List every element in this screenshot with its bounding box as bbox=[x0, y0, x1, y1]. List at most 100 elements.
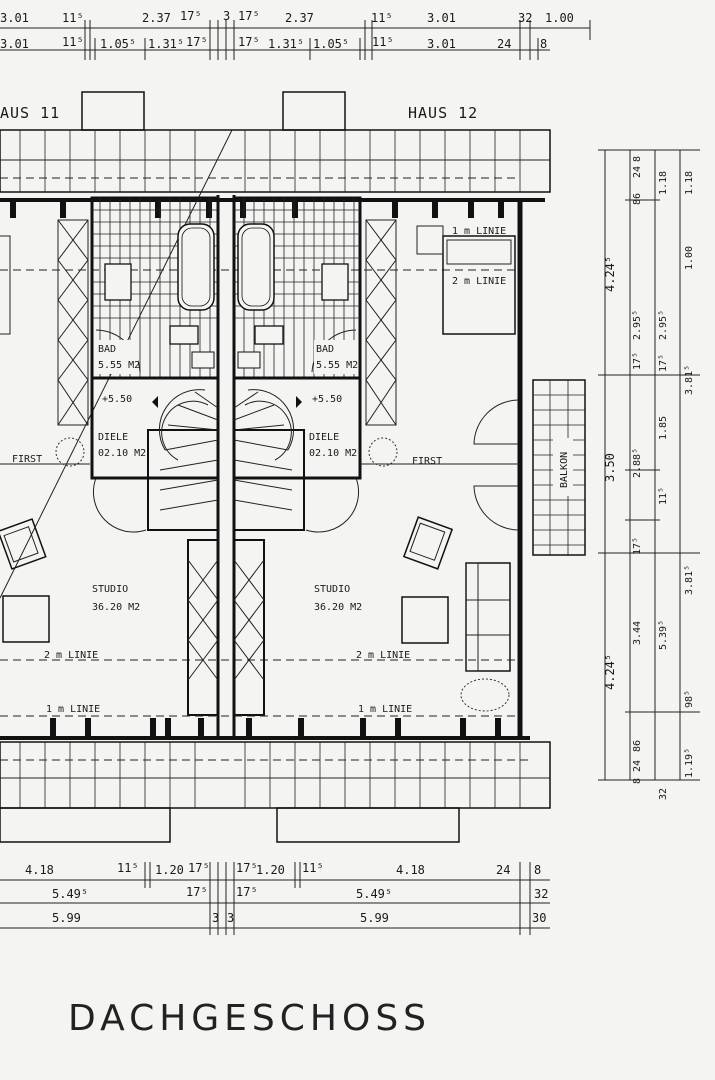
bottom-dimension-lines bbox=[0, 862, 550, 935]
dim-top-r2-6: 1.31⁵ bbox=[268, 37, 304, 51]
dim-right-c2-2: 8 bbox=[632, 156, 643, 162]
dim-right-c1-2: 4.24⁵ bbox=[603, 654, 617, 690]
room-area-bad-left: 5.55 M2 bbox=[98, 360, 140, 371]
dim-top-r2-5: 17⁵ bbox=[238, 35, 260, 49]
dim-top-r2-2: 1.05⁵ bbox=[100, 37, 136, 51]
chimney-right bbox=[282, 91, 346, 131]
house-label-right: HAUS 12 bbox=[408, 104, 478, 122]
level-diele-left: +5.50 bbox=[102, 394, 132, 405]
dim-top-r2-7: 1.05⁵ bbox=[313, 37, 349, 51]
dim-right-c4-1: 1.00 bbox=[684, 246, 695, 270]
bed-left-partial bbox=[0, 235, 11, 335]
dim-right-c3-2: 17⁵ bbox=[658, 354, 669, 372]
balcony-doors bbox=[473, 399, 519, 531]
dim-right-c1-1: 3.50 bbox=[603, 453, 617, 482]
dim-bot-r2-1: 17⁵ bbox=[186, 885, 208, 899]
stair-hall-left bbox=[55, 376, 220, 533]
dim-top-r1-0: 3.01 bbox=[0, 11, 29, 25]
dim-right-c4-4: 98⁵ bbox=[684, 690, 695, 708]
room-area-studio-left: 36.20 M2 bbox=[92, 602, 140, 613]
dim-bot-r1-9: 8 bbox=[534, 863, 541, 877]
balcony bbox=[532, 379, 586, 556]
dim-right-c1-0: 4.24⁵ bbox=[603, 256, 617, 292]
room-area-studio-right: 36.20 M2 bbox=[314, 602, 362, 613]
dim-bot-r1-4: 17⁵ bbox=[236, 861, 258, 875]
dim-right-c3-3: 1.85 bbox=[658, 416, 669, 440]
dim-top-r2-3: 1.31⁵ bbox=[148, 37, 184, 51]
dim-top-r2-10: 24 bbox=[497, 37, 511, 51]
room-area-diele-left: 02.10 M2 bbox=[98, 448, 146, 459]
house-label-left: AUS 11 bbox=[0, 104, 60, 122]
stair-hall-right bbox=[232, 376, 398, 533]
room-name-studio-right: STUDIO bbox=[314, 584, 350, 595]
dim-right-c3-4: 11⁵ bbox=[658, 487, 669, 505]
studio-furniture-right bbox=[401, 516, 511, 712]
dim-bot-r1-6: 11⁵ bbox=[302, 861, 324, 875]
central-shaft bbox=[187, 539, 265, 716]
dim-right-c2-0: 86 bbox=[632, 193, 643, 205]
top-dimension-lines bbox=[0, 20, 591, 60]
dim-bot-r1-5: 1.20 bbox=[256, 863, 285, 877]
dim-top-r1-5: 17⁵ bbox=[238, 9, 260, 23]
dim-right-c2-4: 17⁵ bbox=[632, 352, 643, 370]
dim-right-c2-6: 17⁵ bbox=[632, 537, 643, 555]
dim-right-c3-1: 2.95⁵ bbox=[658, 310, 669, 340]
dim-right-c3-6: 32 bbox=[658, 788, 669, 800]
room-name-diele-left: DIELE bbox=[98, 432, 128, 443]
dim-right-c3-5: 5.39⁵ bbox=[658, 620, 669, 650]
dim-top-r1-10: 1.00 bbox=[545, 11, 574, 25]
dim-right-c4-2: 3.81⁵ bbox=[684, 365, 695, 395]
dim-right-c3-0: 1.18 bbox=[658, 171, 669, 195]
room-name-bad-left: BAD bbox=[98, 344, 116, 355]
dim-top-r2-9: 3.01 bbox=[427, 37, 456, 51]
dim-right-c4-3: 3.81⁵ bbox=[684, 565, 695, 595]
level-diele-right: +5.50 bbox=[312, 394, 342, 405]
roof-band-bottom bbox=[0, 741, 551, 809]
dim-bot-r2-2: 17⁵ bbox=[236, 885, 258, 899]
dim-top-r2-1: 11⁵ bbox=[62, 35, 84, 49]
dim-top-r1-9: 32 bbox=[518, 11, 532, 25]
dim-top-r2-0: 3.01 bbox=[0, 37, 29, 51]
dim-right-c2-10: 8 bbox=[632, 778, 643, 784]
dim-top-r1-7: 11⁵ bbox=[371, 11, 393, 25]
label-linie1-bottom-left: 1 m LINIE bbox=[46, 704, 100, 715]
dim-bot-r3-3: 5.99 bbox=[360, 911, 389, 925]
dim-right-c2-5: 2.88⁵ bbox=[632, 448, 643, 478]
label-first-left: FIRST bbox=[12, 454, 42, 465]
eave-right bbox=[276, 807, 460, 843]
dim-right-c2-7: 3.44 bbox=[632, 621, 643, 645]
right-dimension-lines bbox=[598, 149, 700, 781]
room-area-bad-right: 5.55 M2 bbox=[316, 360, 358, 371]
eave-left bbox=[0, 807, 171, 843]
dim-bot-r1-1: 11⁵ bbox=[117, 861, 139, 875]
dim-top-r1-3: 17⁵ bbox=[180, 9, 202, 23]
dim-bot-r1-7: 4.18 bbox=[396, 863, 425, 877]
dim-bot-r3-4: 30 bbox=[532, 911, 546, 925]
dim-right-c2-1: 24 bbox=[632, 166, 643, 178]
dim-bot-r1-0: 4.18 bbox=[25, 863, 54, 877]
dim-right-c4-5: 1.19⁵ bbox=[684, 748, 695, 778]
dim-right-c2-9: 24 bbox=[632, 760, 643, 772]
dim-top-r2-8: 11⁵ bbox=[372, 35, 394, 49]
label-linie1-bottom-right: 1 m LINIE bbox=[358, 704, 412, 715]
drawing-title: DACHGESCHOSS bbox=[68, 998, 431, 1039]
room-name-studio-left: STUDIO bbox=[92, 584, 128, 595]
dim-bot-r2-0: 5.49⁵ bbox=[52, 887, 88, 901]
dim-right-c2-8: 86 bbox=[632, 740, 643, 752]
dim-top-r1-8: 3.01 bbox=[427, 11, 456, 25]
dim-bot-r1-8: 24 bbox=[496, 863, 510, 877]
dim-top-r1-4: 3 bbox=[223, 9, 230, 23]
room-name-diele-right: DIELE bbox=[309, 432, 339, 443]
room-area-diele-right: 02.10 M2 bbox=[309, 448, 357, 459]
dim-right-c2-3: 2.95⁵ bbox=[632, 310, 643, 340]
dim-top-r2-11: 8 bbox=[540, 37, 547, 51]
label-linie2-bottom-right: 2 m LINIE bbox=[356, 650, 410, 661]
roof-band-top bbox=[0, 129, 551, 193]
label-linie2-bottom-left: 2 m LINIE bbox=[44, 650, 98, 661]
studio-furniture-left bbox=[0, 518, 50, 643]
bathroom-left bbox=[90, 196, 220, 380]
dim-top-r1-6: 2.37 bbox=[285, 11, 314, 25]
room-name-bad-right: BAD bbox=[316, 344, 334, 355]
label-first-right: FIRST bbox=[412, 456, 442, 467]
